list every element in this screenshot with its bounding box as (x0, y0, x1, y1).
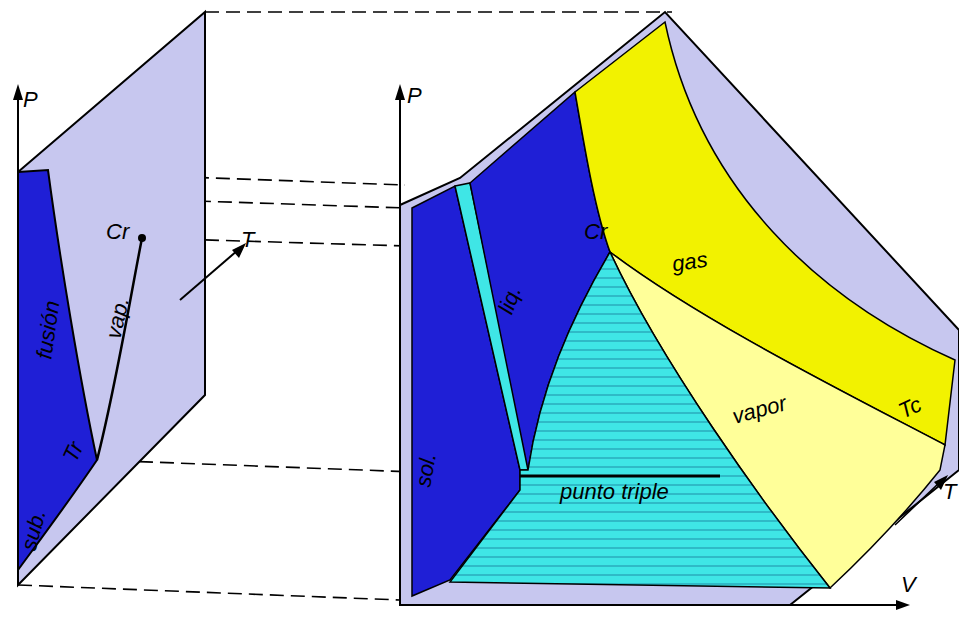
axis-label: P (23, 89, 38, 111)
pvt-surface (395, 12, 959, 610)
region-label: gas (671, 249, 709, 276)
point-label: Cr (106, 221, 129, 243)
region-label: sol. (412, 451, 440, 489)
axis-label: T (241, 229, 254, 251)
axis-label: T (943, 481, 956, 503)
axis-label: P (407, 85, 422, 107)
line-label: punto triple (560, 481, 669, 503)
axis-label: V (901, 574, 916, 596)
pt-diagram (13, 12, 246, 585)
point-label: Cr (584, 221, 607, 243)
